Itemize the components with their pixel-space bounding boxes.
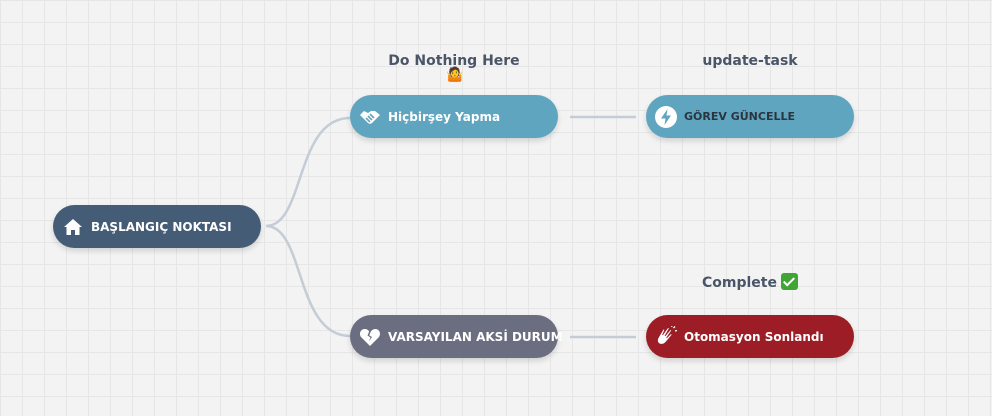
caption-do-nothing: Do Nothing Here <box>388 53 520 69</box>
node-default-case[interactable]: VARSAYILAN AKSİ DURUM <box>350 315 563 358</box>
node-update-task[interactable]: GÖREV GÜNCELLE <box>646 95 854 138</box>
connector-start-to-default-case <box>265 224 351 338</box>
node-start-label: BAŞLANGIÇ NOKTASI <box>91 219 232 234</box>
check-mark-icon <box>780 273 798 290</box>
node-automation-ended[interactable]: Otomasyon Sonlandı <box>646 315 854 358</box>
caption-automation-ended: Complete <box>646 273 854 291</box>
lightning-icon <box>654 105 678 129</box>
node-do-nothing[interactable]: Hiçbirşey Yapma <box>350 95 558 138</box>
broken-heart-icon <box>358 325 382 349</box>
home-icon <box>61 215 85 239</box>
caption-automation-ended-text: Complete <box>702 275 777 291</box>
node-default-case-label: VARSAYILAN AKSİ DURUM <box>388 329 563 344</box>
node-do-nothing-label: Hiçbirşey Yapma <box>388 109 501 124</box>
node-start[interactable]: BAŞLANGIÇ NOKTASI <box>53 205 261 248</box>
node-update-task-label: GÖREV GÜNCELLE <box>684 110 795 123</box>
caption-update-task: update-task <box>702 53 798 69</box>
connector-start-to-do-nothing <box>265 116 351 228</box>
handshake-icon <box>358 105 382 129</box>
clapping-hands-icon <box>654 325 678 349</box>
node-automation-ended-label: Otomasyon Sonlandı <box>684 329 824 344</box>
shrug-emoji-icon: 🤷 <box>446 67 464 83</box>
